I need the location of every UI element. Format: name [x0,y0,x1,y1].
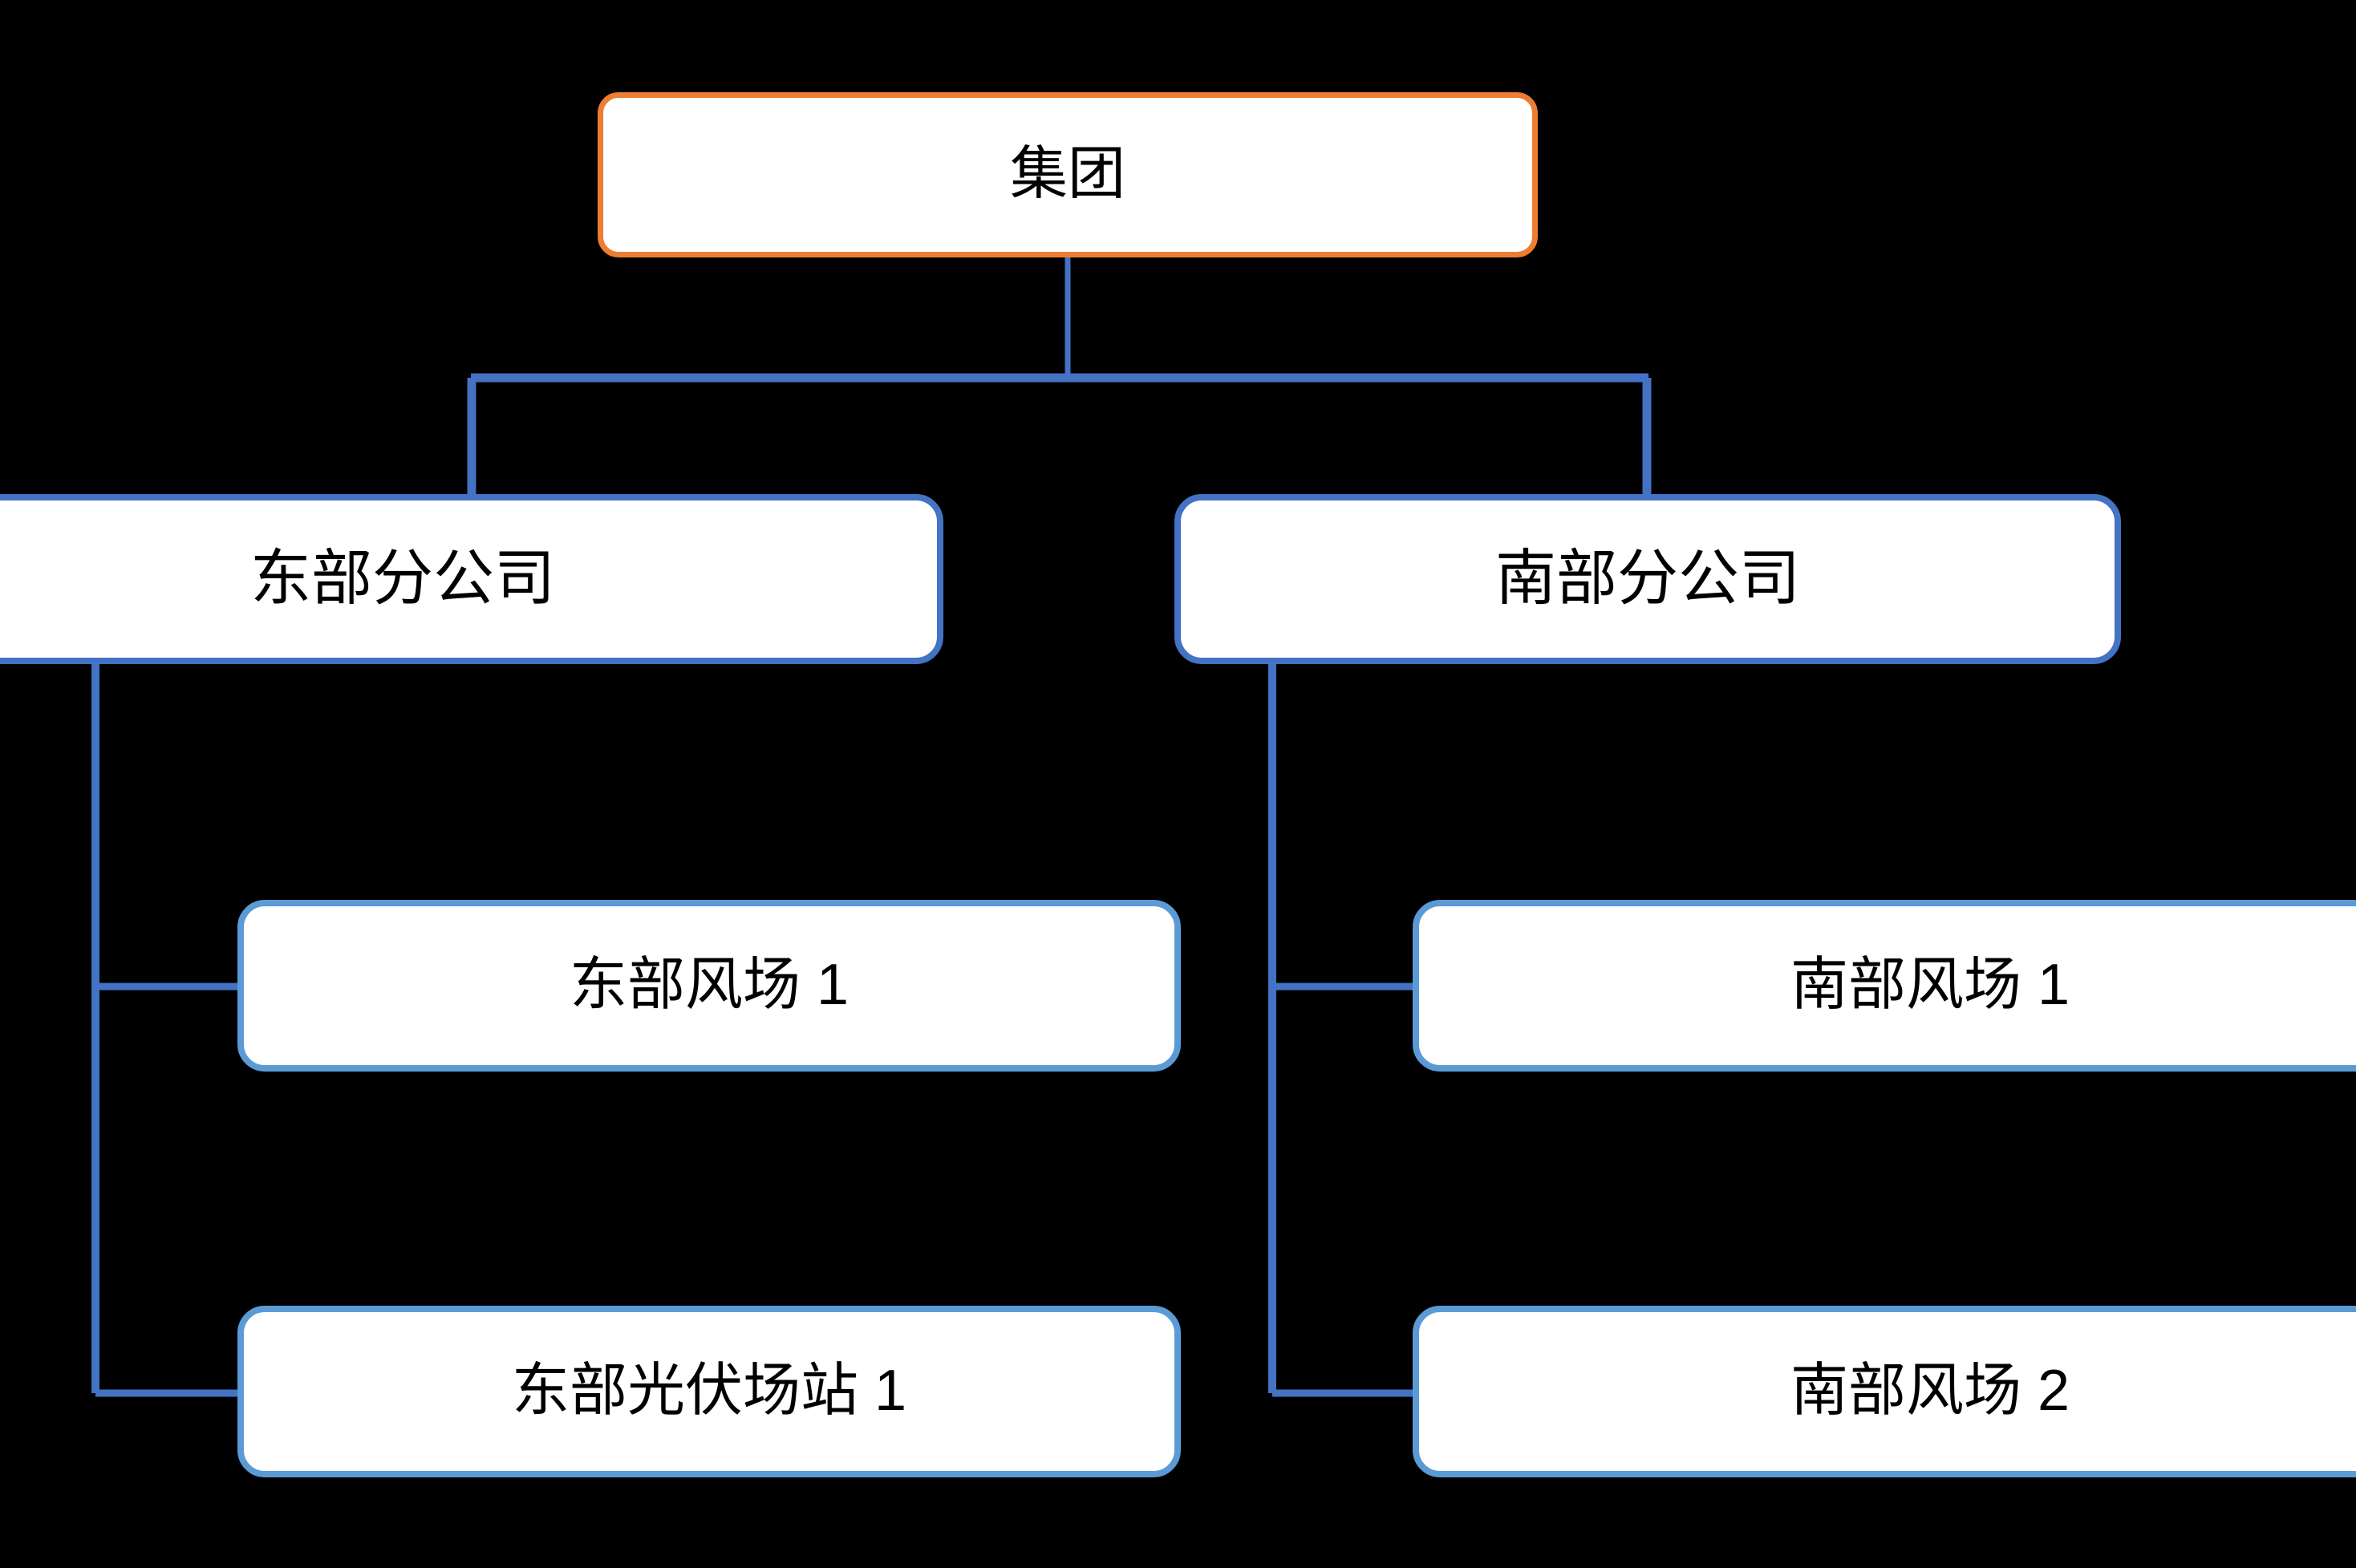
node-leaf-south-wind-1[interactable]: 南部风场 1 [1413,900,2356,1072]
node-leaf-south-wind-1-label: 南部风场 1 [1790,953,2070,1018]
node-branch-south[interactable]: 南部分公司 [1174,494,2121,664]
node-root-group[interactable]: 集团 [598,92,1538,257]
node-root-label: 集团 [1009,142,1125,207]
node-leaf-south-wind-2[interactable]: 南部风场 2 [1413,1306,2356,1477]
node-leaf-east-pv-1[interactable]: 东部光伏场站 1 [237,1306,1181,1477]
node-leaf-east-wind-1[interactable]: 东部风场 1 [237,900,1181,1072]
node-branch-south-label: 南部分公司 [1495,545,1800,614]
node-branch-east[interactable]: 东部分公司 [0,494,943,664]
node-leaf-east-pv-1-label: 东部光伏场站 1 [511,1359,907,1424]
node-leaf-south-wind-2-label: 南部风场 2 [1790,1359,2070,1424]
node-branch-east-label: 东部分公司 [250,545,555,614]
node-leaf-east-wind-1-label: 东部风场 1 [569,953,850,1018]
